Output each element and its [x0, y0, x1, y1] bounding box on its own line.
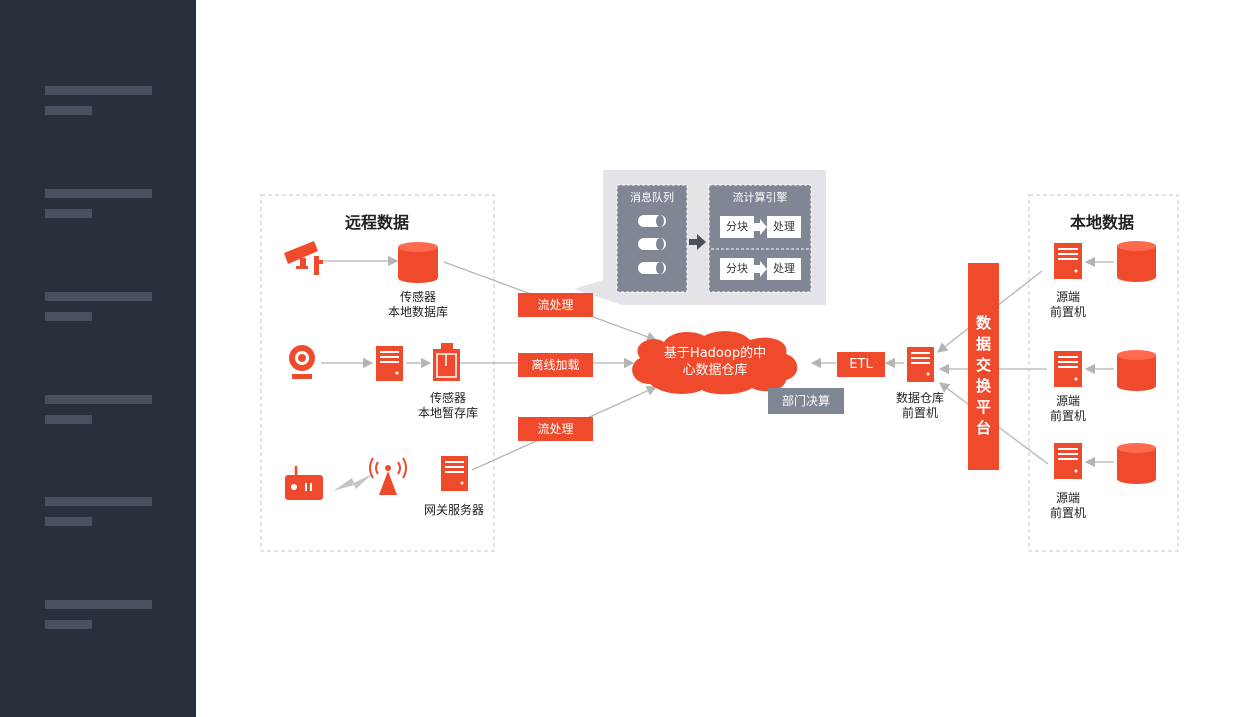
source-front-label: 源端前置机	[1049, 394, 1086, 423]
arrow-right-icon	[689, 234, 706, 250]
engine-title: 流计算引擎	[732, 191, 788, 204]
block-tag: 分块	[720, 216, 754, 238]
cloud-shape	[632, 331, 798, 395]
source-database-icon	[1117, 350, 1156, 391]
warehouse-server-icon	[907, 347, 934, 382]
stream-process-box[interactable]: 流处理	[518, 293, 593, 317]
sensor-temp-label: 传感器本地暂存库	[417, 391, 478, 420]
sensor-db-label: 传感器本地数据库	[387, 290, 448, 319]
etl-box[interactable]: ETL	[837, 352, 885, 377]
sidebar	[0, 0, 196, 717]
camera-icon	[284, 241, 323, 275]
source-database-icon	[1117, 443, 1156, 484]
source-front-label: 源端前置机	[1049, 491, 1086, 520]
stream-process-box[interactable]: 流处理	[518, 417, 593, 441]
sidebar-item[interactable]	[45, 395, 152, 424]
tower-icon	[369, 457, 407, 479]
warehouse-front-label: 数据仓库前置机	[895, 391, 944, 420]
gateway-label: 网关服务器	[423, 503, 484, 517]
sidebar-item[interactable]	[45, 600, 152, 629]
exchange-platform-bar[interactable]: 数 据 交 换 平 台	[968, 263, 999, 470]
sidebar-item[interactable]	[45, 86, 152, 115]
source-server-icon	[1054, 243, 1082, 279]
dept-settlement-box[interactable]: 部门决算	[768, 388, 844, 414]
local-title: 本地数据	[1070, 213, 1135, 232]
handle-tag: 处理	[767, 258, 801, 280]
sidebar-item[interactable]	[45, 292, 152, 321]
handle-tag: 处理	[767, 216, 801, 238]
signal-bolt-icon	[333, 474, 372, 491]
gateway-server-icon	[441, 456, 468, 491]
server-icon	[376, 346, 403, 381]
source-front-label: 源端前置机	[1049, 290, 1086, 319]
tower-mast-icon	[379, 465, 397, 495]
queue-title: 消息队列	[630, 191, 674, 204]
source-database-icon	[1117, 241, 1156, 282]
data-warehouse-label: 基于Hadoop的中心数据仓库	[663, 346, 767, 378]
remote-title: 远程数据	[345, 213, 410, 232]
storage-device-icon	[433, 343, 460, 381]
sidebar-item[interactable]	[45, 189, 152, 218]
router-icon	[285, 466, 323, 500]
offline-load-box[interactable]: 离线加载	[518, 353, 593, 377]
webcam-icon	[289, 345, 315, 379]
source-server-icon	[1054, 443, 1082, 479]
database-icon	[398, 242, 438, 283]
sidebar-item[interactable]	[45, 497, 152, 526]
source-server-icon	[1054, 351, 1082, 387]
block-tag: 分块	[720, 258, 754, 280]
